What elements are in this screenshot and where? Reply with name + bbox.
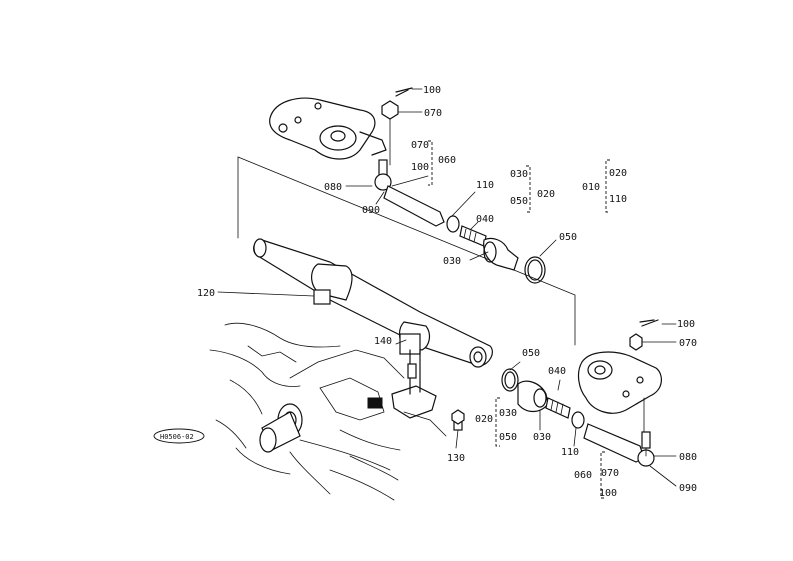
lower-clamp-ring — [501, 368, 519, 392]
label-030: 030 — [510, 169, 528, 180]
upper-cotter-pin — [395, 87, 413, 97]
label-080: 080 — [324, 182, 342, 193]
label-080: 080 — [679, 452, 697, 463]
lower-castle-nut — [629, 333, 643, 351]
reference-code: H0506-02 — [160, 433, 194, 441]
label-100: 100 — [677, 319, 695, 330]
label-040: 040 — [476, 214, 494, 225]
part-labels: 100 070 070 100 060 080 090 110 040 030 … — [160, 85, 697, 499]
label-050: 050 — [522, 348, 540, 359]
label-140: 140 — [374, 336, 392, 347]
tractor-body-outline — [209, 322, 447, 501]
assembly-plane — [237, 156, 576, 346]
label-130: 130 — [447, 453, 465, 464]
label-050: 050 — [559, 232, 577, 243]
upper-boot — [483, 237, 519, 271]
grouping-brackets — [428, 140, 610, 499]
label-050: 050 — [499, 432, 517, 443]
lower-tie-rod-end — [583, 423, 655, 467]
label-110: 110 — [476, 180, 494, 191]
label-070: 070 — [424, 108, 442, 119]
label-100: 100 — [423, 85, 441, 96]
upper-knuckle-arm — [269, 97, 391, 166]
label-040: 040 — [548, 366, 566, 377]
label-100: 100 — [411, 162, 429, 173]
label-010: 010 — [582, 182, 600, 193]
label-110: 110 — [561, 447, 579, 458]
lower-boot — [517, 380, 549, 413]
cylinder-bracket — [391, 333, 437, 419]
lower-jam-nut — [571, 411, 585, 429]
mounting-bolt — [451, 409, 465, 431]
label-030: 030 — [533, 432, 551, 443]
label-070: 070 — [411, 140, 429, 151]
label-060: 060 — [574, 470, 592, 481]
label-070: 070 — [601, 468, 619, 479]
label-070: 070 — [679, 338, 697, 349]
label-020: 020 — [475, 414, 493, 425]
lower-cotter-pin — [639, 319, 659, 327]
label-060: 060 — [438, 155, 456, 166]
upper-adjuster — [459, 225, 487, 247]
label-120: 120 — [197, 288, 215, 299]
label-020: 020 — [609, 168, 627, 179]
leader-lines — [217, 88, 677, 487]
reference-code-badge — [153, 428, 205, 444]
lower-adjuster — [545, 397, 571, 419]
upper-castle-nut — [381, 100, 399, 120]
label-030: 030 — [499, 408, 517, 419]
label-030: 030 — [443, 256, 461, 267]
label-100: 100 — [599, 488, 617, 499]
label-020: 020 — [537, 189, 555, 200]
label-090: 090 — [362, 205, 380, 216]
label-090: 090 — [679, 483, 697, 494]
lower-knuckle-arm — [577, 351, 662, 433]
upper-jam-nut — [446, 215, 460, 233]
axle-stub — [259, 403, 303, 453]
upper-clamp-ring — [524, 256, 546, 284]
label-050: 050 — [510, 196, 528, 207]
upper-tie-rod-end — [374, 159, 445, 227]
label-110: 110 — [609, 194, 627, 205]
